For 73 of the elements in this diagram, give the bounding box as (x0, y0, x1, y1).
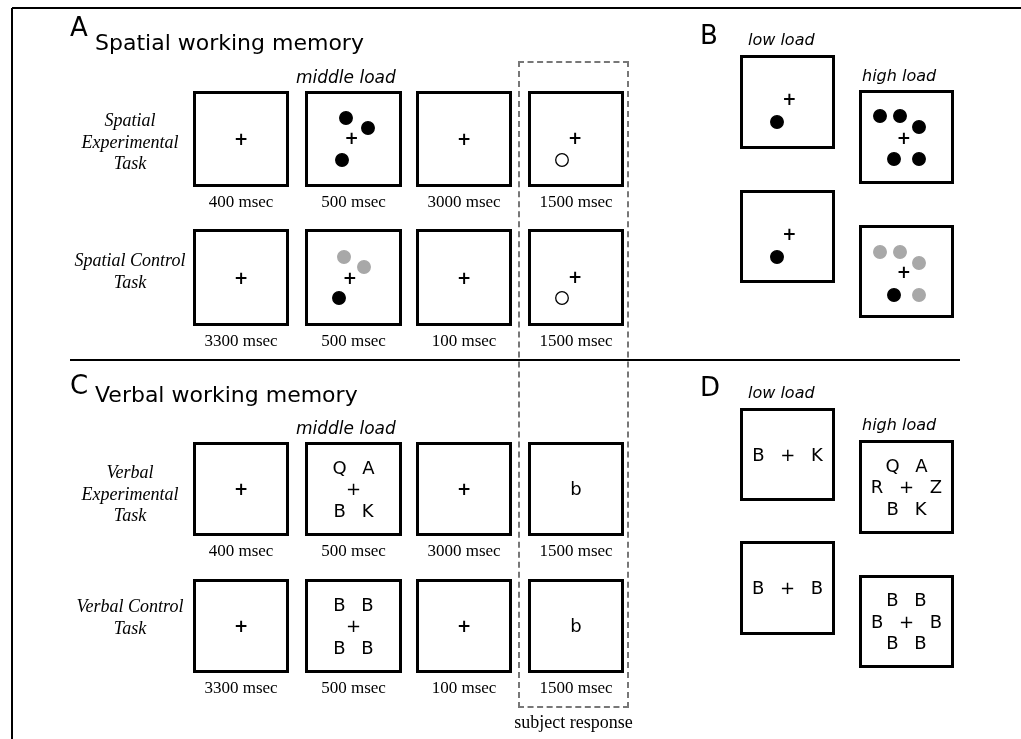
fixation-cross: + (896, 263, 911, 281)
stimulus-letters: + (345, 615, 362, 637)
load-label: high load (862, 66, 937, 85)
task-label: Verbal Experimental Task (80, 462, 180, 527)
fixation-cross: + (233, 269, 249, 286)
duration-label: 1500 msec (538, 192, 614, 212)
fixation-cross: + (567, 129, 583, 147)
duration-label: 500 msec (320, 678, 387, 698)
duration-label: 1500 msec (538, 678, 614, 698)
stimulus-letters: B + K (752, 443, 823, 466)
panel-title: Spatial working memory (95, 30, 364, 55)
duration-label: 3000 msec (426, 192, 502, 212)
fixation-cross: + (233, 617, 249, 635)
window-caption: subject response (514, 712, 633, 733)
fixation-cross: + (456, 269, 472, 286)
stimulus-letters: B + B (751, 577, 824, 599)
duration-label: 400 msec (207, 541, 275, 561)
stimulus-letters: R + Z (870, 476, 943, 498)
duration-label: 500 msec (320, 331, 387, 351)
fixation-cross: + (344, 129, 359, 147)
stimulus-screen (859, 225, 954, 318)
fixation-cross: + (456, 130, 472, 148)
panel-letter: D (700, 372, 721, 402)
stimulus-screen (740, 55, 835, 149)
duration-label: 1500 msec (538, 541, 614, 561)
stimulus-screen (859, 90, 954, 184)
stimulus-letters: B B (886, 589, 927, 611)
stimulus-screen (859, 575, 954, 668)
panel-letter: B (700, 20, 718, 50)
stimulus-screen (740, 541, 835, 635)
duration-label: 100 msec (430, 331, 498, 351)
load-label: low load (748, 383, 815, 402)
fixation-cross: + (782, 90, 797, 108)
stimulus-screen (859, 440, 954, 534)
stimulus-letters: b (570, 615, 582, 637)
stimulus-screen (740, 190, 835, 283)
load-label: high load (862, 415, 937, 434)
stimulus-letters: B B (333, 593, 374, 616)
duration-label: 500 msec (320, 192, 387, 212)
task-label: Spatial Control Task (73, 250, 187, 294)
load-label: middle load (296, 418, 396, 438)
stimulus-screen (740, 408, 835, 501)
task-label: Verbal Control Task (75, 596, 185, 640)
stimulus-letters: B B (886, 632, 927, 654)
stimulus-letters: + (345, 478, 362, 500)
fixation-cross: + (567, 268, 583, 286)
task-label: Spatial Experimental Task (80, 110, 180, 175)
fixation-cross: + (456, 617, 472, 635)
stimulus-letters: Q A (332, 456, 375, 479)
fixation-cross: + (782, 225, 797, 243)
duration-label: 1500 msec (538, 331, 614, 351)
stimulus-letters: b (570, 478, 582, 500)
load-label: low load (748, 30, 815, 49)
panel-letter: C (70, 370, 89, 400)
fixation-cross: + (233, 130, 249, 148)
panel-letter: A (70, 12, 88, 42)
stimulus-letters: B B (333, 636, 374, 659)
panel-title: Verbal working memory (95, 382, 358, 407)
duration-label: 3300 msec (203, 678, 279, 698)
stimulus-letters: B K (333, 499, 374, 522)
duration-label: 500 msec (320, 541, 387, 561)
duration-label: 3300 msec (203, 331, 279, 351)
stimulus-letters: B + B (870, 610, 943, 633)
stimulus-letters: Q A (885, 454, 928, 477)
stimulus-letters: B K (886, 497, 927, 520)
fixation-cross: + (233, 480, 249, 498)
duration-label: 100 msec (430, 678, 498, 698)
duration-label: 3000 msec (426, 541, 502, 561)
load-label: middle load (296, 67, 396, 87)
fixation-cross: + (342, 269, 357, 286)
fixation-cross: + (896, 129, 911, 147)
duration-label: 400 msec (207, 192, 275, 212)
fixation-cross: + (456, 480, 472, 498)
